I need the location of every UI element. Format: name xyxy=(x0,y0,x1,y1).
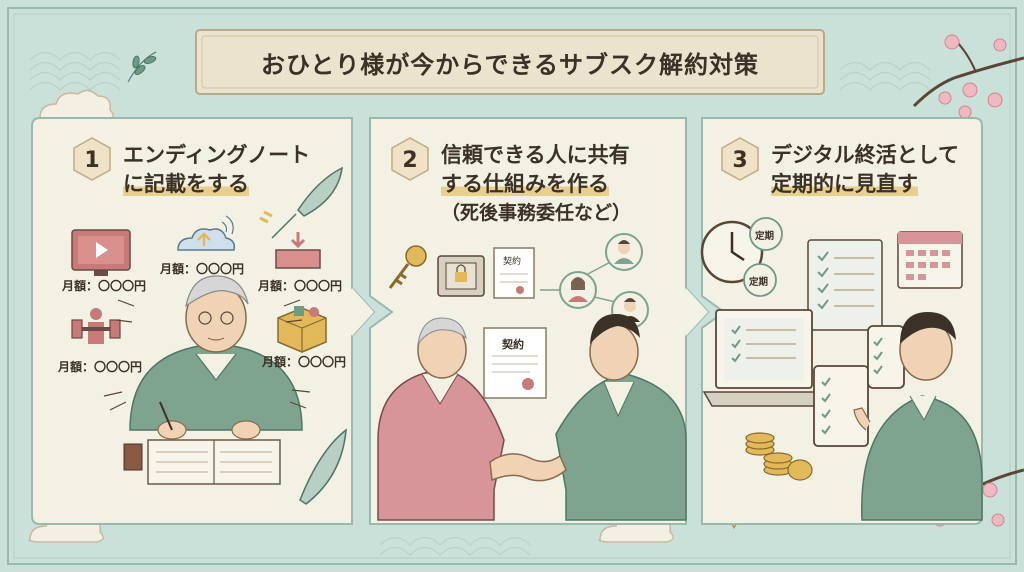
inner-frame xyxy=(13,13,1011,559)
phone-icon xyxy=(867,325,905,389)
feather-icon xyxy=(299,428,347,505)
title-box xyxy=(195,29,825,95)
step-2-heading: 2 信頼できる人に共有 する仕組みを作る （死後事務委任など） xyxy=(393,141,631,227)
fee-label-parcel: 月額：〇〇〇円 xyxy=(262,355,347,369)
person-avatar-2 xyxy=(605,233,643,271)
wave-pattern-bottom xyxy=(379,536,531,556)
quill-icon xyxy=(271,166,343,239)
wave-pattern-left xyxy=(29,51,121,91)
emphasis-lines xyxy=(103,299,311,411)
safe-icon xyxy=(437,255,485,297)
fee-label-fitness: 月額：〇〇〇円 xyxy=(58,360,143,374)
parcel-box-icon xyxy=(277,306,327,353)
calendar-icon xyxy=(897,231,963,289)
contract-document-icon xyxy=(483,327,547,399)
cloud-icon-left xyxy=(38,89,114,121)
fee-label-cloud: 月額：〇〇〇円 xyxy=(160,262,245,276)
contract-document-label: 契約 xyxy=(502,338,524,351)
cloud-upload-icon xyxy=(177,215,236,251)
key-icon xyxy=(388,245,427,289)
clock-tag-label-2: 定期 xyxy=(749,277,769,288)
scroll-document-icon xyxy=(493,247,535,299)
step-2-number: 2 xyxy=(402,147,418,173)
step-2-note: （死後事務委任など） xyxy=(441,202,632,224)
person-avatar-1 xyxy=(559,271,597,309)
step-1-line-1: エンディングノート xyxy=(123,143,311,167)
scroll-document-label: 契約 xyxy=(503,257,522,267)
step-badge-2 xyxy=(391,137,429,181)
fee-label-tv: 月額：〇〇〇円 xyxy=(62,279,147,293)
clock-tag-label-1: 定期 xyxy=(755,231,775,242)
leaf-sprig-icon xyxy=(127,51,157,83)
step-3-heading: 3 デジタル終活として 定期的に見直す xyxy=(723,141,959,199)
outer-frame xyxy=(7,7,1017,565)
page-title: おひとり様が今からできるサブスク解約対策 xyxy=(260,50,760,79)
fee-label-download: 月額：〇〇〇円 xyxy=(258,279,343,293)
cherry-blossom-branch-top xyxy=(912,34,1024,119)
clock-icon xyxy=(700,220,764,284)
fitness-icon xyxy=(71,308,121,344)
download-box-icon xyxy=(275,232,321,269)
step-badge-1 xyxy=(73,137,111,181)
step-2-line-1: 信頼できる人に共有 xyxy=(441,143,630,167)
step-2-line-2: する仕組みを作る xyxy=(441,172,609,196)
step-1-line-2: に記載をする xyxy=(123,172,249,196)
checklist-board-icon xyxy=(807,239,883,331)
step-3-line-1: デジタル終活として xyxy=(771,143,959,167)
tv-icon xyxy=(71,229,131,276)
elderly-man-writing-illustration xyxy=(123,275,303,485)
title-banner: おひとり様が今からできるサブスク解約対策 xyxy=(196,30,824,94)
step-1-heading: 1 エンディングノート に記載をする xyxy=(75,141,310,199)
step-1-number: 1 xyxy=(84,147,100,173)
laptop-icon xyxy=(702,309,826,407)
handshake-illustration xyxy=(377,314,687,521)
step-badge-3 xyxy=(721,137,759,181)
step-3-line-2: 定期的に見直す xyxy=(771,172,918,196)
tablet-icon xyxy=(813,365,869,447)
coins-icon xyxy=(745,432,813,481)
man-pointing-illustration xyxy=(853,312,983,521)
tag-circle-icon xyxy=(743,217,783,297)
wave-pattern-right xyxy=(839,61,931,91)
step-3-number: 3 xyxy=(732,147,748,173)
